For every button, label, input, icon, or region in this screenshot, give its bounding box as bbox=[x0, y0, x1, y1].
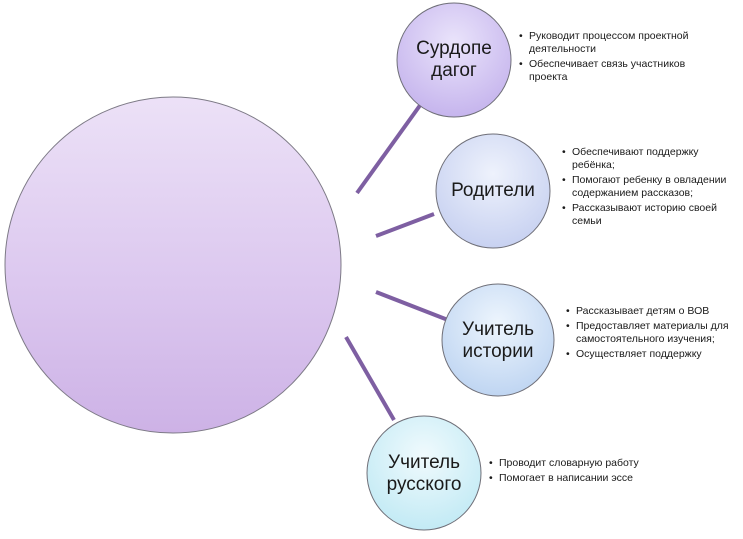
connector-line bbox=[355, 102, 423, 195]
bullet-item: Помогают ребенку в овладении содержанием… bbox=[562, 174, 743, 200]
node-label-surdopedagog: Сурдопе дагог bbox=[416, 38, 492, 81]
node-label-uchitel-istorii: Учитель истории bbox=[462, 319, 534, 362]
bullet-item: Помогает в написании эссе bbox=[489, 472, 679, 485]
bullet-item: Предоставляет материалы для самостоятель… bbox=[566, 320, 736, 346]
bullet-item: Осуществляет поддержку bbox=[566, 348, 736, 361]
node-circle bbox=[366, 415, 482, 531]
node-label-roditeli: Родители bbox=[451, 180, 535, 201]
bullet-item: Рассказывают историю своей семьи bbox=[562, 202, 743, 228]
central-circle bbox=[4, 96, 342, 434]
node-bullets-roditeli: Обеспечивают поддержку ребёнка; Помогают… bbox=[562, 146, 743, 230]
bullet-item: Проводит словарную работу bbox=[489, 457, 679, 470]
connector-line bbox=[375, 212, 435, 238]
bullet-item: Рассказывает детям о ВОВ bbox=[566, 305, 736, 318]
node-bullets-uchitel-russkogo: Проводит словарную работу Помогает в нап… bbox=[489, 457, 679, 487]
bullet-item: Обеспечивает связь участников проекта bbox=[519, 58, 694, 84]
node-bullets-uchitel-istorii: Рассказывает детям о ВОВ Предоставляет м… bbox=[566, 305, 736, 363]
connector-line bbox=[375, 290, 449, 322]
connector-line bbox=[344, 335, 396, 422]
node-circle bbox=[396, 2, 512, 118]
bullet-item: Руководит процессом проектной деятельнос… bbox=[519, 30, 694, 56]
bullet-item: Обеспечивают поддержку ребёнка; bbox=[562, 146, 743, 172]
node-circle bbox=[441, 283, 555, 397]
node-circle bbox=[435, 133, 551, 249]
node-label-uchitel-russkogo: Учитель русского bbox=[386, 452, 462, 495]
node-bullets-surdopedagog: Руководит процессом проектной деятельнос… bbox=[519, 30, 694, 86]
